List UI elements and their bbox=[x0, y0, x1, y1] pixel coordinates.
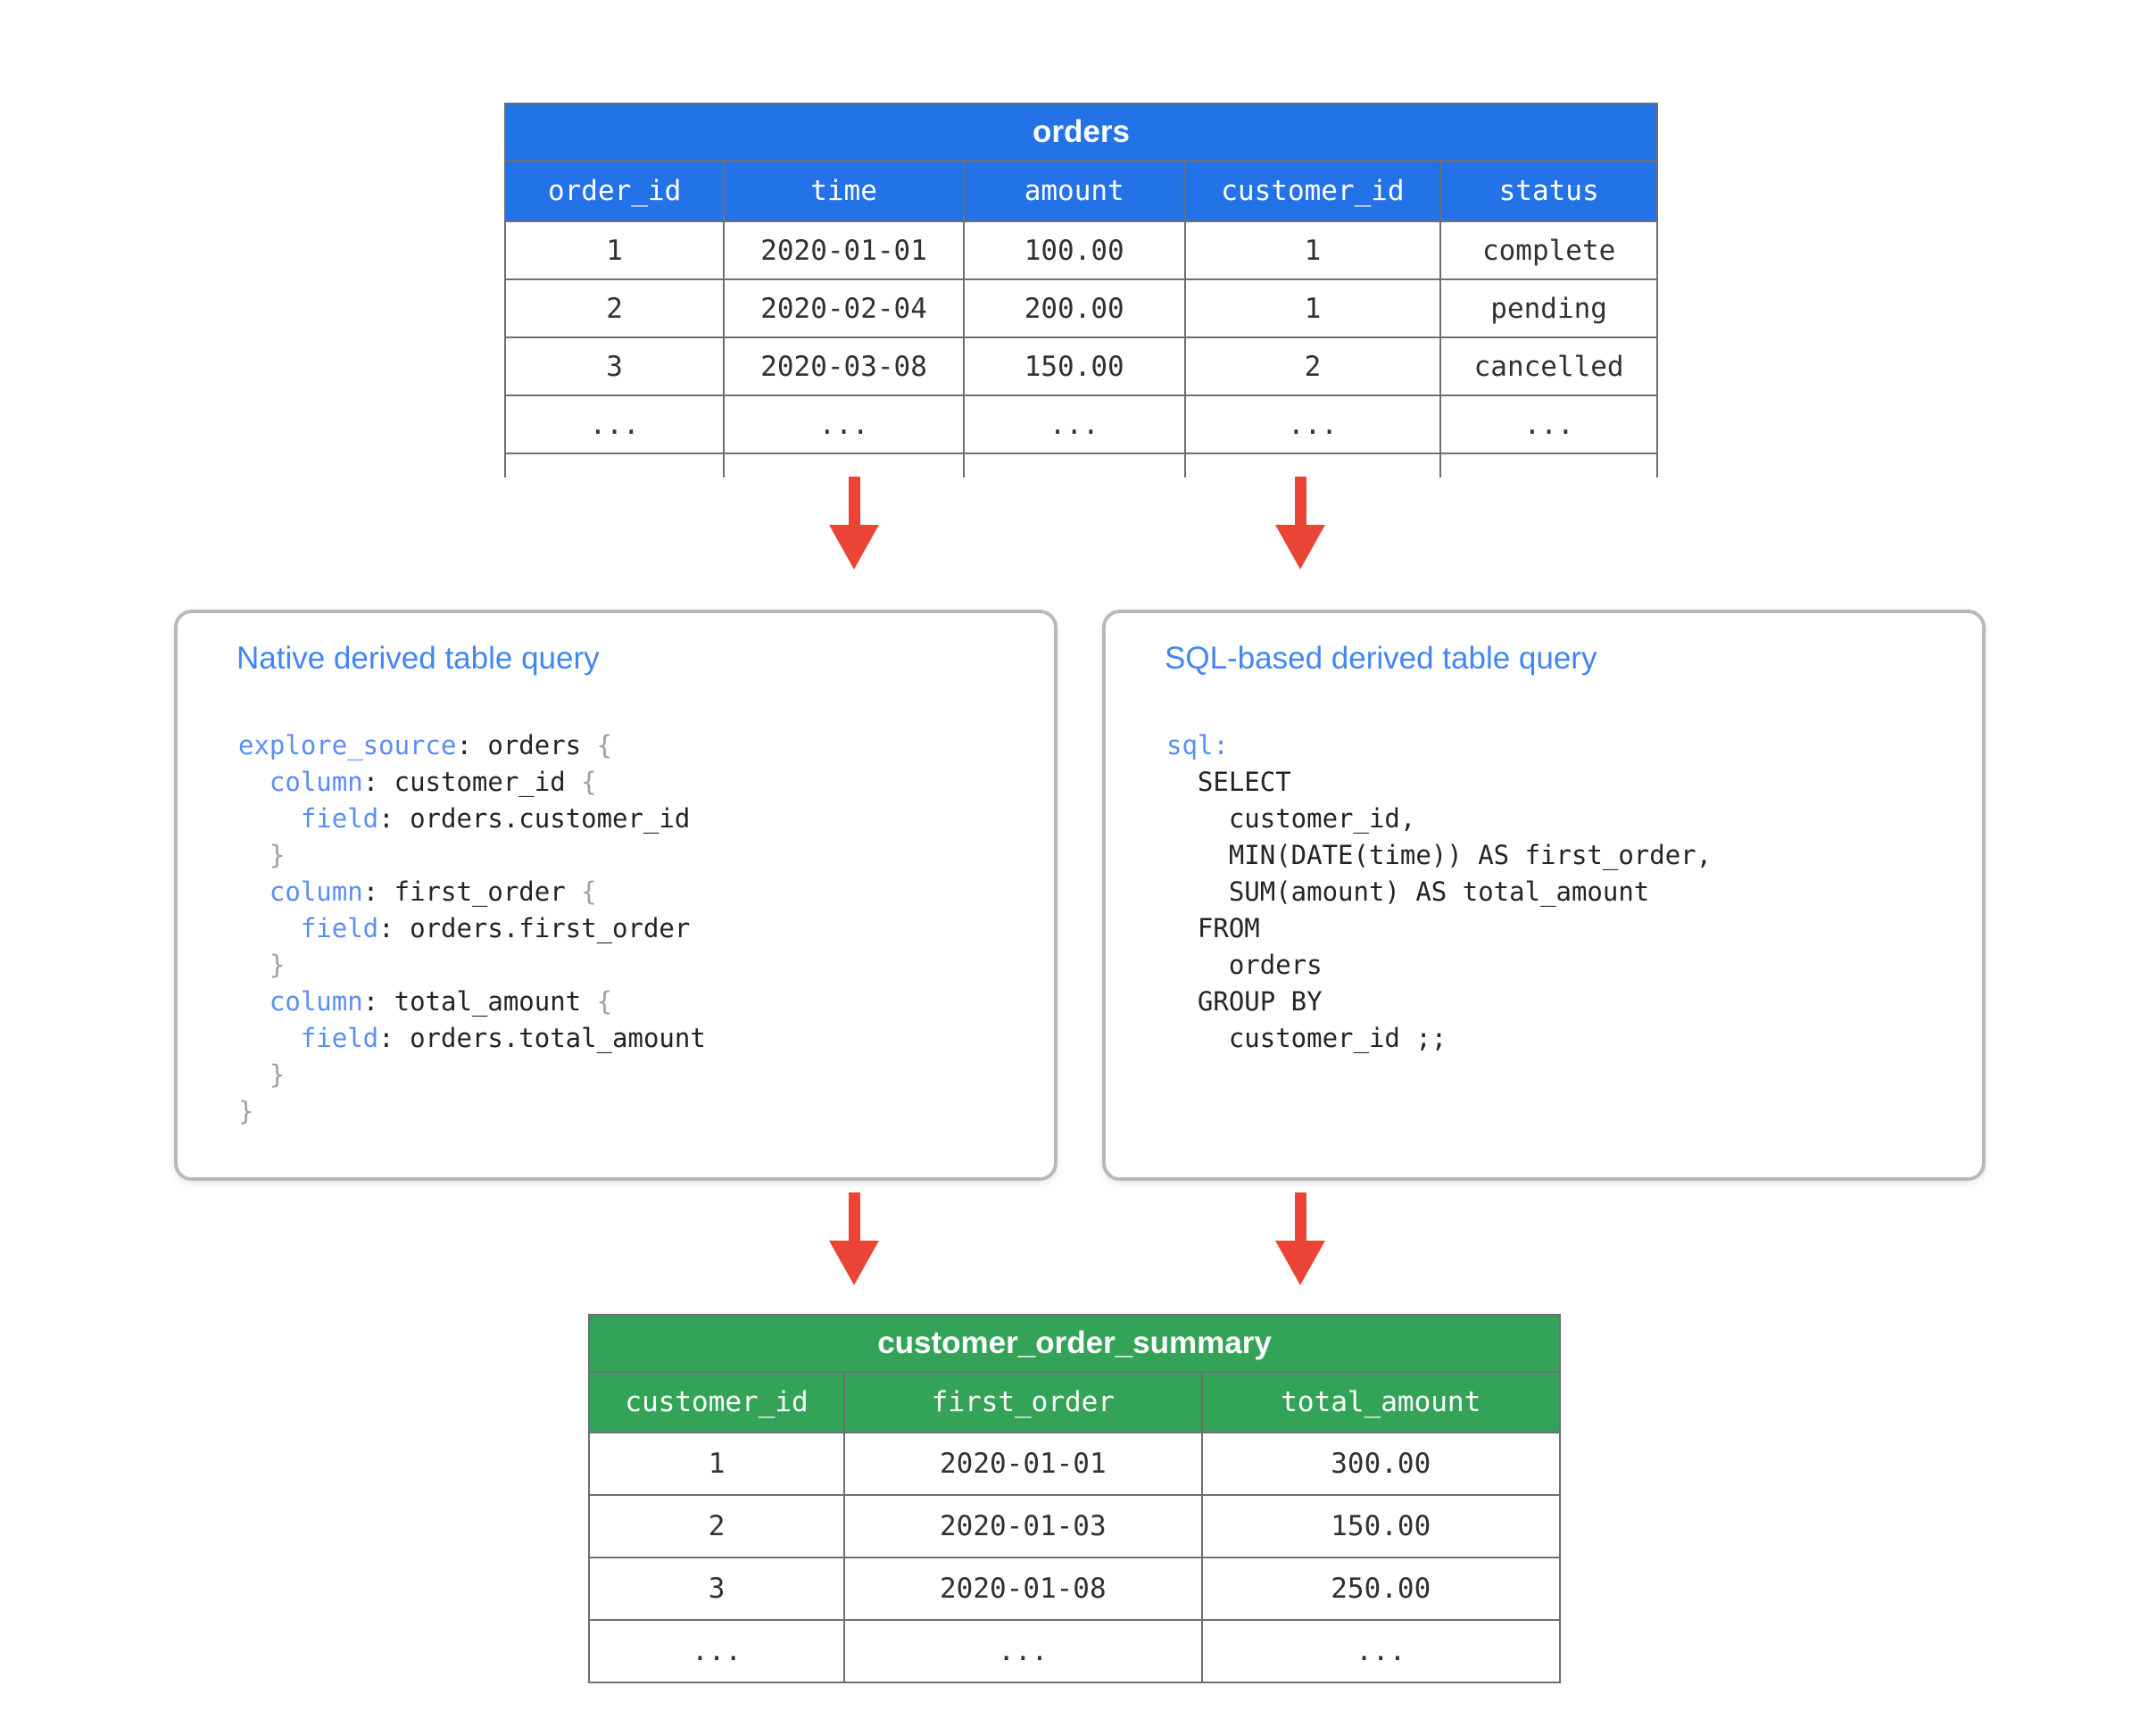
code-line: } bbox=[269, 1059, 286, 1090]
table-cell: 300.00 bbox=[1200, 1432, 1562, 1496]
table-cell: ... bbox=[1200, 1619, 1562, 1683]
arrow-down-icon bbox=[1275, 477, 1325, 569]
native-query-title: Native derived table query bbox=[236, 641, 600, 676]
table-cell: 2020-01-01 bbox=[723, 220, 965, 280]
code-line: FROM bbox=[1166, 913, 1260, 943]
code-line: customer_id ;; bbox=[1166, 1023, 1447, 1053]
orders-table-clipped-row bbox=[503, 453, 1658, 478]
sql-derived-table-query-box: SQL-based derived table query sql: SELEC… bbox=[1102, 610, 1986, 1181]
table-cell: 200.00 bbox=[962, 278, 1186, 338]
table-cell: ... bbox=[962, 395, 1186, 454]
code-line: SELECT bbox=[1166, 767, 1291, 797]
table-cell: 3 bbox=[503, 336, 726, 396]
arrow-down-icon bbox=[1275, 1192, 1325, 1285]
code-line: field: orders.first_order bbox=[300, 913, 691, 943]
table-cell: 1 bbox=[1183, 278, 1442, 338]
table-cell: 2 bbox=[503, 278, 726, 338]
table-cell: complete bbox=[1439, 220, 1658, 280]
code-line: column: first_order { bbox=[269, 876, 597, 907]
table-cell: pending bbox=[1439, 278, 1658, 338]
table-cell: ... bbox=[587, 1619, 846, 1683]
code-line: GROUP BY bbox=[1166, 986, 1323, 1017]
table-cell: ... bbox=[843, 1619, 1203, 1683]
arrow-down-icon bbox=[829, 477, 879, 569]
table-cell: 150.00 bbox=[1200, 1494, 1562, 1558]
table-cell: 100.00 bbox=[962, 220, 1186, 280]
code-line: } bbox=[238, 1096, 254, 1126]
table-cell: 2020-01-01 bbox=[843, 1432, 1203, 1496]
orders-table-title-row: orders bbox=[504, 103, 1658, 162]
code-line: SUM(amount) AS total_amount bbox=[1166, 876, 1650, 907]
column-header: customer_id bbox=[1183, 160, 1442, 222]
table-cell: 2020-01-03 bbox=[843, 1494, 1203, 1558]
lookml-code-block: explore_source: orders { column: custome… bbox=[238, 727, 995, 1130]
code-line: } bbox=[269, 950, 286, 980]
table-cell: 2020-02-04 bbox=[723, 278, 965, 338]
code-line: explore_source: orders { bbox=[238, 730, 613, 760]
column-header: order_id bbox=[503, 160, 726, 222]
sql-query-title: SQL-based derived table query bbox=[1165, 641, 1597, 676]
table-cell: 250.00 bbox=[1200, 1557, 1562, 1621]
code-line: } bbox=[269, 840, 286, 870]
summary-table-title: customer_order_summary bbox=[588, 1314, 1561, 1373]
table-cell: 1 bbox=[503, 220, 726, 280]
code-line: customer_id, bbox=[1166, 803, 1416, 834]
code-line: column: customer_id { bbox=[269, 767, 597, 797]
summary-table-title-row: customer_order_summary bbox=[588, 1314, 1561, 1373]
table-cell: ... bbox=[1439, 395, 1658, 454]
column-header: customer_id bbox=[587, 1371, 846, 1433]
code-line: field: orders.total_amount bbox=[300, 1023, 706, 1053]
column-header: time bbox=[723, 160, 965, 222]
column-header: first_order bbox=[843, 1371, 1203, 1433]
table-cell: 2 bbox=[587, 1494, 846, 1558]
code-line: orders bbox=[1166, 950, 1323, 980]
table-cell: 2020-01-08 bbox=[843, 1557, 1203, 1621]
sql-code-block: sql: SELECT customer_id, MIN(DATE(time))… bbox=[1166, 727, 1923, 1057]
table-cell: 2020-03-08 bbox=[723, 336, 965, 396]
column-header: status bbox=[1439, 160, 1658, 222]
orders-table-title: orders bbox=[504, 103, 1658, 162]
arrow-down-icon bbox=[829, 1192, 879, 1285]
code-line: field: orders.customer_id bbox=[300, 803, 691, 834]
table-row: ......... bbox=[587, 1619, 1562, 1683]
column-header: total_amount bbox=[1200, 1371, 1562, 1433]
code-line: column: total_amount { bbox=[269, 986, 613, 1017]
native-derived-table-query-box: Native derived table query explore_sourc… bbox=[174, 610, 1058, 1181]
table-row: ............... bbox=[503, 395, 1658, 454]
table-cell: 2 bbox=[1183, 336, 1442, 396]
code-line: sql: bbox=[1166, 730, 1229, 760]
table-cell: cancelled bbox=[1439, 336, 1658, 396]
table-cell: 1 bbox=[587, 1432, 846, 1496]
table-cell: 150.00 bbox=[962, 336, 1186, 396]
table-cell: ... bbox=[723, 395, 965, 454]
column-header: amount bbox=[962, 160, 1186, 222]
table-cell: ... bbox=[503, 395, 726, 454]
table-cell: ... bbox=[1183, 395, 1442, 454]
table-cell: 3 bbox=[587, 1557, 846, 1621]
code-line: MIN(DATE(time)) AS first_order, bbox=[1166, 840, 1713, 870]
table-cell: 1 bbox=[1183, 220, 1442, 280]
